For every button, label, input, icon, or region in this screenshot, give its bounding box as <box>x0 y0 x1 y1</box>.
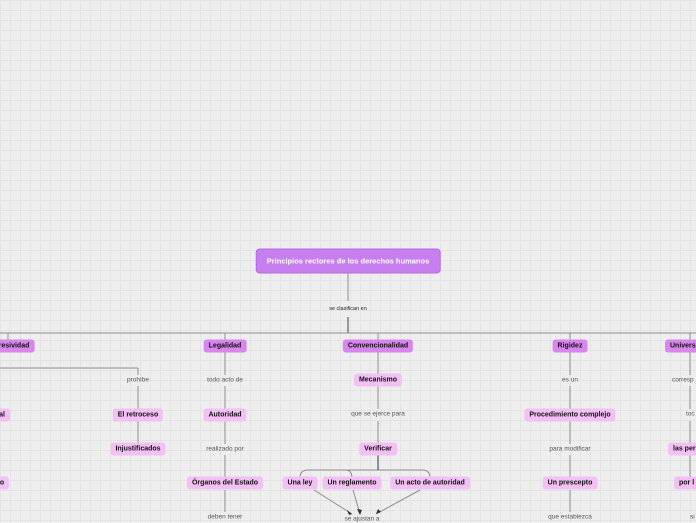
legalidad-link-label-3: deben tener <box>207 513 243 521</box>
subtopic-el-retroceso[interactable]: El retroceso <box>112 408 164 422</box>
universalidad-link-label-3: si <box>690 513 695 521</box>
leaf-un-acto-de-autoridad[interactable]: Un acto de autoridad <box>390 476 470 490</box>
subtopic-procedimiento-complejo[interactable]: Procedimiento complejo <box>524 408 616 422</box>
subtopic-cut-left-1[interactable]: al <box>0 408 10 422</box>
legalidad-link-label-1: todo acto de <box>207 376 243 384</box>
leaf-un-reglamento[interactable]: Un reglamento <box>322 476 382 490</box>
convencionalidad-link-label-1: que se ejerce para <box>351 410 405 418</box>
subtopic-mecanismo[interactable]: Mecanismo <box>353 373 403 387</box>
subtopic-verificar[interactable]: Verificar <box>359 442 397 456</box>
rigidez-link-label-2: para modificar <box>549 445 591 453</box>
topic-convencionalidad[interactable]: Convencionalidad <box>342 339 414 353</box>
root-topic[interactable]: Principios rectores de los derechos huma… <box>255 248 441 274</box>
subtopic-autoridad[interactable]: Autoridad <box>203 408 247 422</box>
subtopic-un-prescepto[interactable]: Un prescepto <box>542 476 598 490</box>
topic-progresividad[interactable]: resividad <box>0 339 35 353</box>
subtopic-por-la[interactable]: por l <box>674 476 696 490</box>
subtopic-injustificados[interactable]: Injustificados <box>110 442 166 456</box>
topic-legalidad[interactable]: Legalidad <box>203 339 247 353</box>
topic-rigidez[interactable]: Rigidez <box>552 339 588 353</box>
progresividad-link-label: prohíbe <box>126 376 150 384</box>
convencionalidad-link-label-2: se ajustan a <box>344 515 380 523</box>
universalidad-link-label-1: corresp <box>672 376 694 384</box>
subtopic-cut-left-2[interactable]: o <box>0 476 10 490</box>
universalidad-link-label-2: toc <box>686 410 695 418</box>
legalidad-link-label-2: realizado por <box>206 445 244 453</box>
leaf-una-ley[interactable]: Una ley <box>282 476 318 490</box>
root-link-label: se clasifican en <box>329 306 367 312</box>
subtopic-organos-del-estado[interactable]: Órganos del Estado <box>186 476 264 490</box>
subtopic-las-personas[interactable]: las per <box>668 442 696 456</box>
rigidez-link-label-3: que establezca <box>548 513 592 521</box>
topic-universalidad[interactable]: Univers <box>665 339 696 353</box>
rigidez-link-label-1: es un <box>562 376 578 384</box>
